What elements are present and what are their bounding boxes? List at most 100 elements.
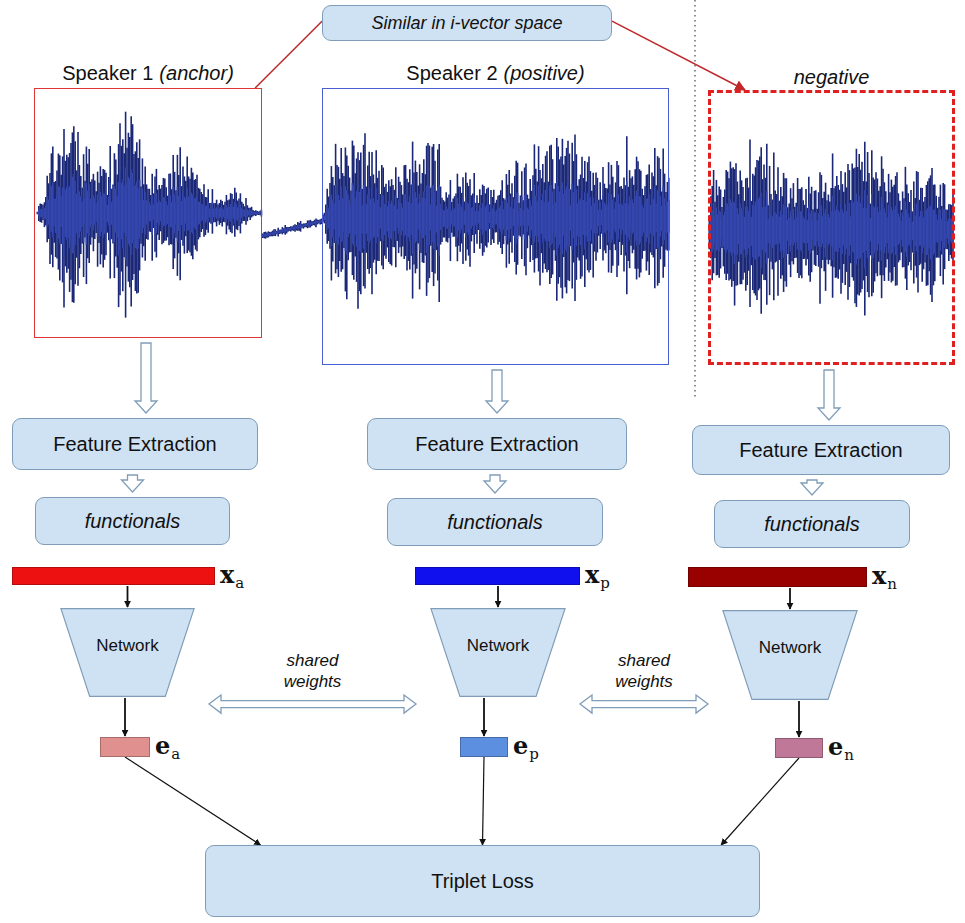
wave-stroke — [937, 208, 939, 258]
waveform-frame: negative — [708, 90, 955, 365]
wave-stroke — [405, 194, 407, 235]
wave-stroke — [909, 202, 911, 262]
wave-stroke — [598, 210, 600, 226]
wave-stroke — [193, 198, 195, 227]
wave-stroke — [205, 197, 207, 235]
wave-stroke — [471, 208, 473, 229]
wave-stroke — [870, 204, 872, 256]
wave-stroke — [374, 202, 376, 236]
connector — [209, 695, 416, 713]
wave-stroke — [398, 177, 400, 253]
wave-stroke — [598, 200, 600, 236]
wave-stroke — [800, 189, 802, 276]
wave-stroke — [284, 225, 286, 235]
wave-stroke — [865, 208, 867, 250]
wave-stroke — [305, 223, 307, 227]
wave-stroke — [496, 200, 498, 233]
wave-stroke — [714, 217, 716, 242]
wave-stroke — [37, 212, 39, 213]
wave-stroke — [207, 189, 209, 232]
wave-stroke — [466, 183, 468, 250]
wave-stroke — [937, 220, 939, 242]
wave-stroke — [196, 196, 198, 230]
wave-stroke — [287, 227, 289, 232]
wave-stroke — [837, 185, 839, 279]
wave-stroke — [304, 224, 306, 226]
wave-stroke — [732, 202, 734, 253]
wave-stroke — [787, 207, 789, 254]
process-box: Similar in i-vector space — [322, 5, 612, 41]
wave-stroke — [786, 178, 788, 286]
wave-stroke — [401, 185, 403, 256]
wave-stroke — [511, 202, 513, 233]
wave-stroke — [557, 147, 559, 284]
wave-stroke — [454, 208, 456, 226]
wave-stroke — [123, 153, 125, 257]
wave-stroke — [774, 212, 776, 244]
wave-stroke — [948, 218, 950, 244]
wave-stroke — [185, 181, 187, 237]
box-label: Similar in i-vector space — [371, 13, 562, 34]
wave-stroke — [314, 221, 316, 224]
wave-stroke — [223, 209, 225, 217]
wave-stroke — [157, 202, 159, 222]
wave-stroke — [836, 206, 838, 252]
wave-stroke — [438, 185, 440, 256]
wave-stroke — [370, 199, 372, 240]
wave-stroke — [912, 222, 914, 241]
wave-stroke — [871, 194, 873, 260]
wave-stroke — [93, 195, 95, 230]
wave-stroke — [482, 185, 484, 256]
wave-stroke — [181, 186, 183, 240]
wave-stroke — [353, 185, 355, 245]
wave-stroke — [479, 189, 481, 248]
wave-stroke — [164, 178, 166, 240]
wave-stroke — [443, 200, 445, 237]
wave-stroke — [245, 198, 247, 225]
wave-stroke — [335, 185, 337, 243]
trapezoid-outline — [723, 611, 857, 700]
wave-stroke — [167, 205, 169, 224]
wave-stroke — [940, 185, 942, 276]
wave-stroke — [111, 202, 113, 225]
wave-stroke — [265, 234, 267, 237]
wave-stroke — [899, 217, 901, 244]
wave-stroke — [209, 208, 211, 217]
wave-stroke — [802, 217, 804, 243]
wave-stroke — [426, 146, 428, 296]
wave-stroke — [945, 221, 947, 239]
wave-stroke — [329, 202, 331, 232]
wave-stroke — [158, 200, 160, 225]
wave-stroke — [361, 205, 363, 234]
wave-stroke — [108, 177, 110, 240]
wave-stroke — [651, 172, 653, 255]
wave-stroke — [314, 220, 316, 226]
wave-stroke — [191, 168, 193, 256]
wave-stroke — [431, 147, 433, 272]
vector-symbol: x — [220, 560, 234, 589]
wave-stroke — [366, 187, 368, 253]
wave-stroke — [410, 203, 412, 235]
wave-stroke — [765, 207, 767, 253]
wave-stroke — [515, 161, 517, 275]
wave-stroke — [746, 206, 748, 254]
wave-stroke — [317, 220, 319, 225]
wave-stroke — [893, 185, 895, 267]
wave-stroke — [294, 224, 296, 231]
wave-stroke — [863, 181, 865, 280]
speaker-heading: Speaker 1(anchor) — [62, 62, 234, 85]
wave-stroke — [352, 141, 354, 275]
wave-stroke — [788, 218, 790, 246]
wave-stroke — [333, 203, 335, 229]
wave-stroke — [465, 197, 467, 237]
wave-stroke — [919, 216, 921, 245]
wave-stroke — [870, 218, 872, 241]
wave-stroke — [447, 209, 449, 229]
heading-text: (anchor) — [159, 62, 233, 84]
wave-stroke — [114, 186, 116, 242]
wave-stroke — [786, 207, 788, 256]
wave-stroke — [461, 193, 463, 244]
wave-stroke — [280, 230, 282, 232]
wave-stroke — [828, 195, 830, 265]
wave-stroke — [192, 173, 194, 260]
